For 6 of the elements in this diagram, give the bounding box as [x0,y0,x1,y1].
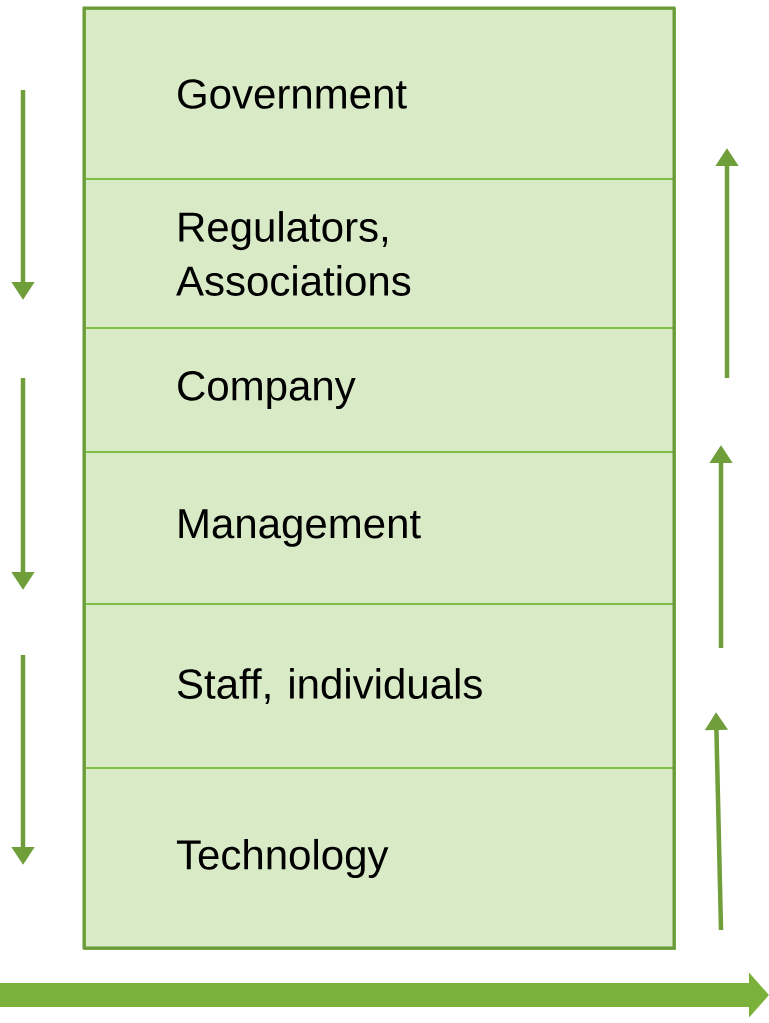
layer-band: Technology [84,767,676,950]
layer-band: Company [84,327,676,453]
layer-band: Government [84,8,676,180]
layer-band: Management [84,451,676,605]
layer-band: Staff, individuals [84,603,676,769]
layer-band: Regulators, Associations [84,178,676,329]
